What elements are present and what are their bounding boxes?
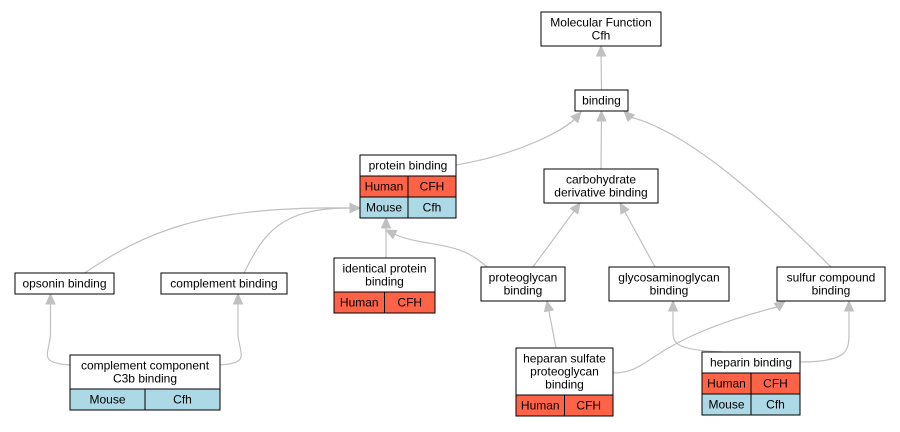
gene-label: CFH [576,399,601,413]
edge-pgb-to-cdb [532,202,581,268]
node-label: Cfh [592,29,611,43]
gene-label: Cfh [423,201,442,215]
annotation-row-human: Human CFH [333,291,436,314]
edge-c3b-to-ob [45,292,71,366]
edge-bind-to-mf [595,44,607,91]
node-box [333,257,436,293]
edge-pb-to-bind [455,111,582,166]
node-label: binding [812,284,851,298]
node-label: complement binding [170,277,277,291]
gene-cell [384,291,436,314]
gene-label: CFH [397,296,422,310]
node-box [776,266,886,302]
gene-label: CFH [763,377,788,391]
node-label: glycosaminoglycan [618,271,719,285]
node-label: binding [504,284,543,298]
species-label: Mouse [708,398,744,412]
node-box [543,168,659,204]
edge-scb-to-bind [623,110,832,268]
node-label: C3b binding [113,372,177,386]
node-label: binding [650,284,689,298]
edge-c3b-to-cb [219,292,244,366]
node-box [540,11,662,47]
edge-cdb-to-bind [596,109,607,170]
node-box [515,347,614,396]
species-label: Human [521,399,560,413]
node-label: heparin binding [710,356,792,370]
node-label: derivative binding [554,186,647,200]
species-label: Mouse [366,201,402,215]
node-label: identical protein [342,262,426,276]
node-label: protein binding [369,159,448,173]
species-label: Human [707,377,746,391]
node-label: sulfur compound [787,271,876,285]
edge-pgb-to-pb [384,229,488,268]
node-label: Molecular Function [550,16,651,30]
go-node-bind[interactable]: binding [574,89,629,112]
edge-hb-to-scb [799,299,855,363]
node-label: binding [582,94,621,108]
edge-hspg-to-pgb [543,299,557,349]
annotation-row-human: Human CFH [515,394,614,417]
species-label: Human [340,296,379,310]
annotation-row-mouse: Mouse Cfh [69,388,221,411]
annotation-row-mouse: Mouse Cfh [359,196,457,219]
go-node-ob[interactable]: opsonin binding [14,272,115,295]
annotation-row-mouse: Mouse Cfh [701,393,801,416]
edge-gagb-to-cdb [619,201,656,268]
node-box [160,272,288,295]
edge-ob-to-pb [84,202,362,274]
gene-cell [407,196,457,219]
node-box [574,89,629,112]
gene-cell [564,394,614,417]
node-label: binding [365,275,404,289]
node-label: opsonin binding [22,277,106,291]
node-box [480,266,566,302]
node-label: binding [545,378,584,392]
annotation-row-human: Human CFH [359,175,457,198]
node-label: carbohydrate [566,173,636,187]
node-label: complement component [81,359,210,373]
gene-label: Cfh [173,393,192,407]
node-label: proteoglycan [489,271,558,285]
gene-label: Cfh [766,398,785,412]
annotation-row-human: Human CFH [701,372,801,395]
edge-hb-to-gagb [667,299,723,353]
go-node-cb[interactable]: complement binding [160,272,288,295]
node-box [14,272,115,295]
edge-ipb-to-pb [380,216,392,258]
species-label: Mouse [89,393,125,407]
edge-hspg-to-scb [612,300,786,374]
species-label: Human [365,180,404,194]
gene-cell [750,393,801,416]
node-label: proteoglycan [530,365,599,379]
node-label: heparan sulfate [523,352,606,366]
gene-label: CFH [420,180,445,194]
node-box [69,354,221,390]
edge-cb-to-pb [243,202,362,274]
edges-layer [45,44,855,374]
gene-cell [144,388,221,411]
node-box [608,266,730,302]
